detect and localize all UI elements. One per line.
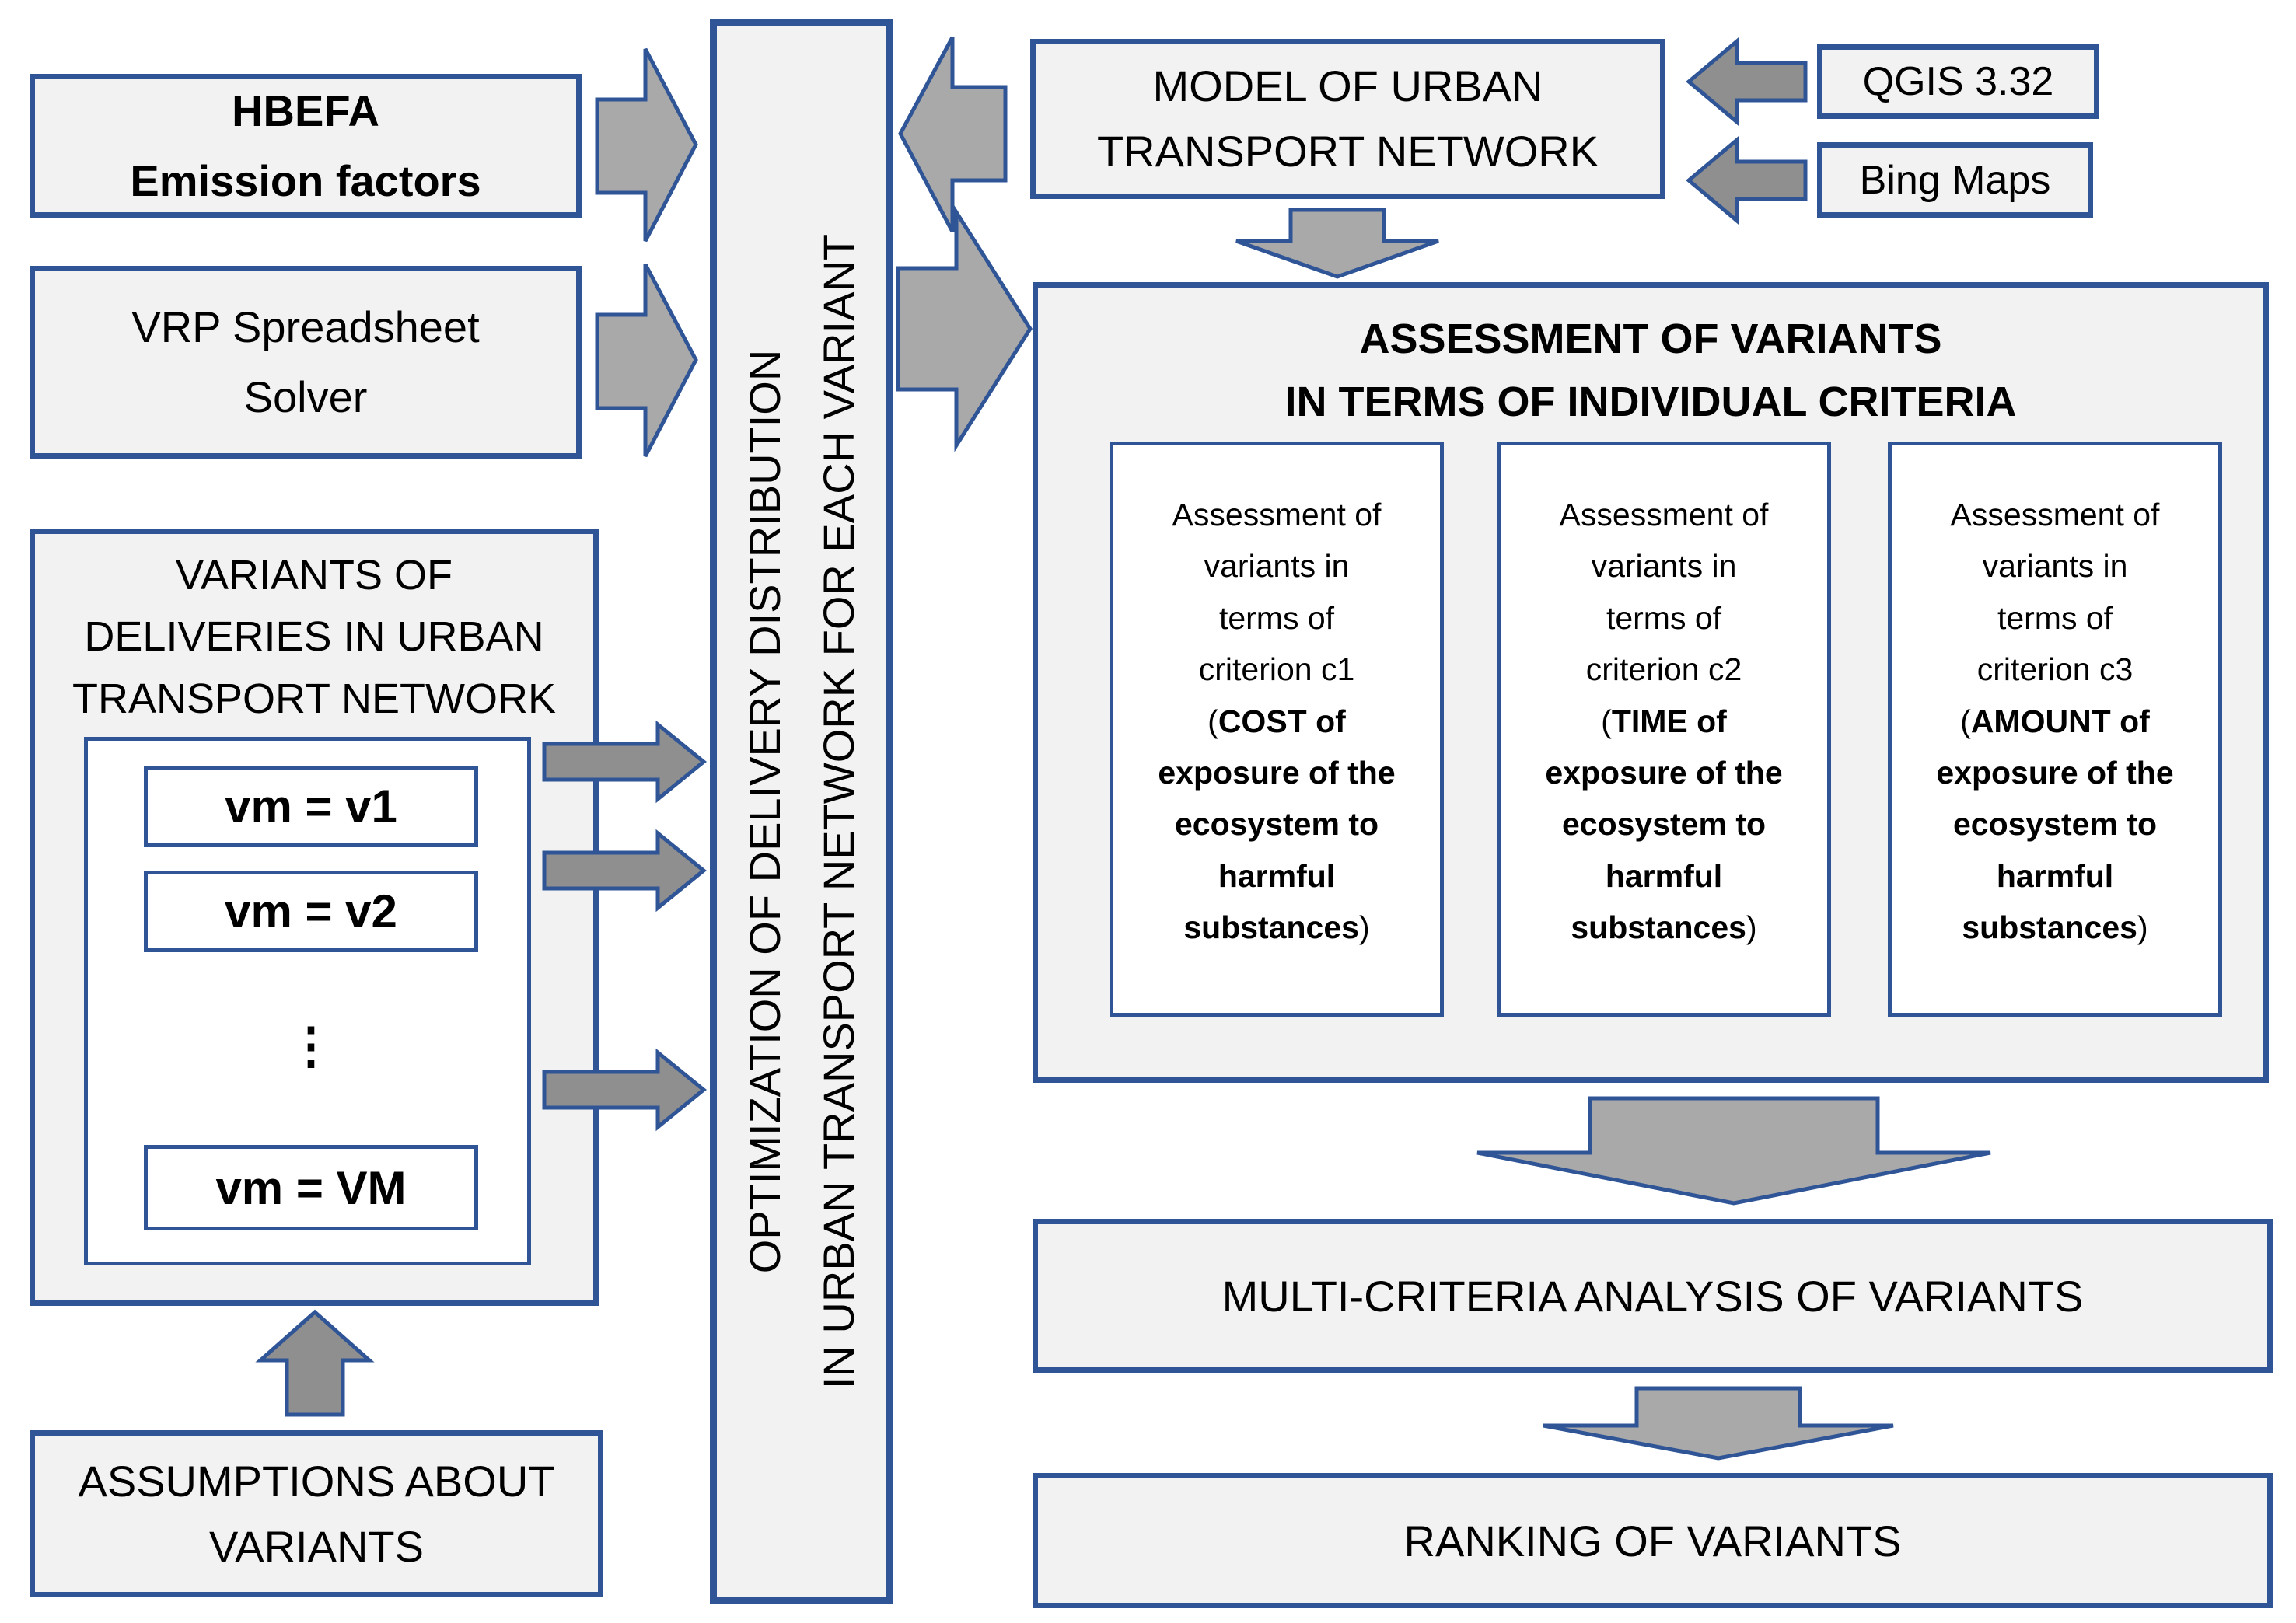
qgis-box: QGIS 3.32 (1817, 44, 2099, 119)
model-label: MODEL OF URBAN TRANSPORT NETWORK (1096, 61, 1599, 176)
ranking-label: RANKING OF VARIANTS (1403, 1516, 1902, 1565)
variants-title: VARIANTS OF DELIVERIES IN URBAN TRANSPOR… (72, 552, 557, 722)
variant3-to-optimization-arrow-right-icon (542, 1048, 707, 1132)
assumptions-box: ASSUMPTIONS ABOUT VARIANTS (30, 1430, 603, 1597)
optimization-to-assessment-arrow-right-icon (896, 205, 1033, 452)
ranking-box: RANKING OF VARIANTS (1033, 1473, 2273, 1608)
vrp-solver-label: VRP Spreadsheet Solver (131, 302, 480, 421)
multi-criteria-label: MULTI-CRITERIA ANALYSIS OF VARIANTS (1221, 1271, 2084, 1321)
hbefa-to-optimization-arrow-right-icon (595, 47, 698, 243)
variant-vmM-label: vm = VM (215, 1161, 407, 1214)
hbefa-box: HBEFA Emission factors (30, 74, 582, 218)
variant1-to-optimization-arrow-right-icon (542, 720, 707, 804)
assessment-title: ASSESSMENT OF VARIANTS IN TERMS OF INDIV… (1284, 316, 2017, 425)
vrp-solver-box: VRP Spreadsheet Solver (30, 266, 582, 459)
model-box: MODEL OF URBAN TRANSPORT NETWORK (1030, 39, 1665, 199)
assumptions-label: ASSUMPTIONS ABOUT VARIANTS (78, 1456, 555, 1571)
optimization-box (710, 19, 893, 1604)
variants-ellipsis: ⋮ (144, 987, 478, 1104)
variant-vm2-label: vm = v2 (225, 885, 397, 937)
variant-vm2-box: vm = v2 (144, 871, 478, 952)
optimization-label: OPTIMIZATION OF DELIVERY DISTRIBUTION IN… (739, 233, 863, 1390)
qgis-to-model-arrow-left-icon (1686, 37, 1808, 127)
variant2-to-optimization-arrow-right-icon (542, 829, 707, 913)
hbefa-label: HBEFA Emission factors (130, 86, 481, 205)
vrp-to-optimization-arrow-right-icon (595, 263, 698, 458)
variant-vm1-box: vm = v1 (144, 766, 478, 847)
bing-maps-box: Bing Maps (1817, 142, 2093, 218)
model-to-assessment-arrow-down-icon (1235, 208, 1439, 279)
variant-vmM-box: vm = VM (144, 1145, 478, 1230)
variant-vm1-label: vm = v1 (225, 780, 397, 832)
qgis-label: QGIS 3.32 (1862, 59, 2054, 104)
multi-criteria-box: MULTI-CRITERIA ANALYSIS OF VARIANTS (1033, 1219, 2273, 1373)
assessment-to-multicriteria-arrow-down-icon (1476, 1096, 1991, 1206)
model-to-optimization-arrow-left-icon (898, 36, 1008, 233)
vertical-ellipsis-icon: ⋮ (286, 1017, 336, 1073)
bing-to-model-arrow-left-icon (1686, 135, 1808, 225)
assumptions-to-variants-arrow-up-icon (255, 1309, 375, 1417)
multicriteria-to-ranking-arrow-down-icon (1543, 1386, 1894, 1461)
bing-maps-label: Bing Maps (1859, 157, 2051, 203)
